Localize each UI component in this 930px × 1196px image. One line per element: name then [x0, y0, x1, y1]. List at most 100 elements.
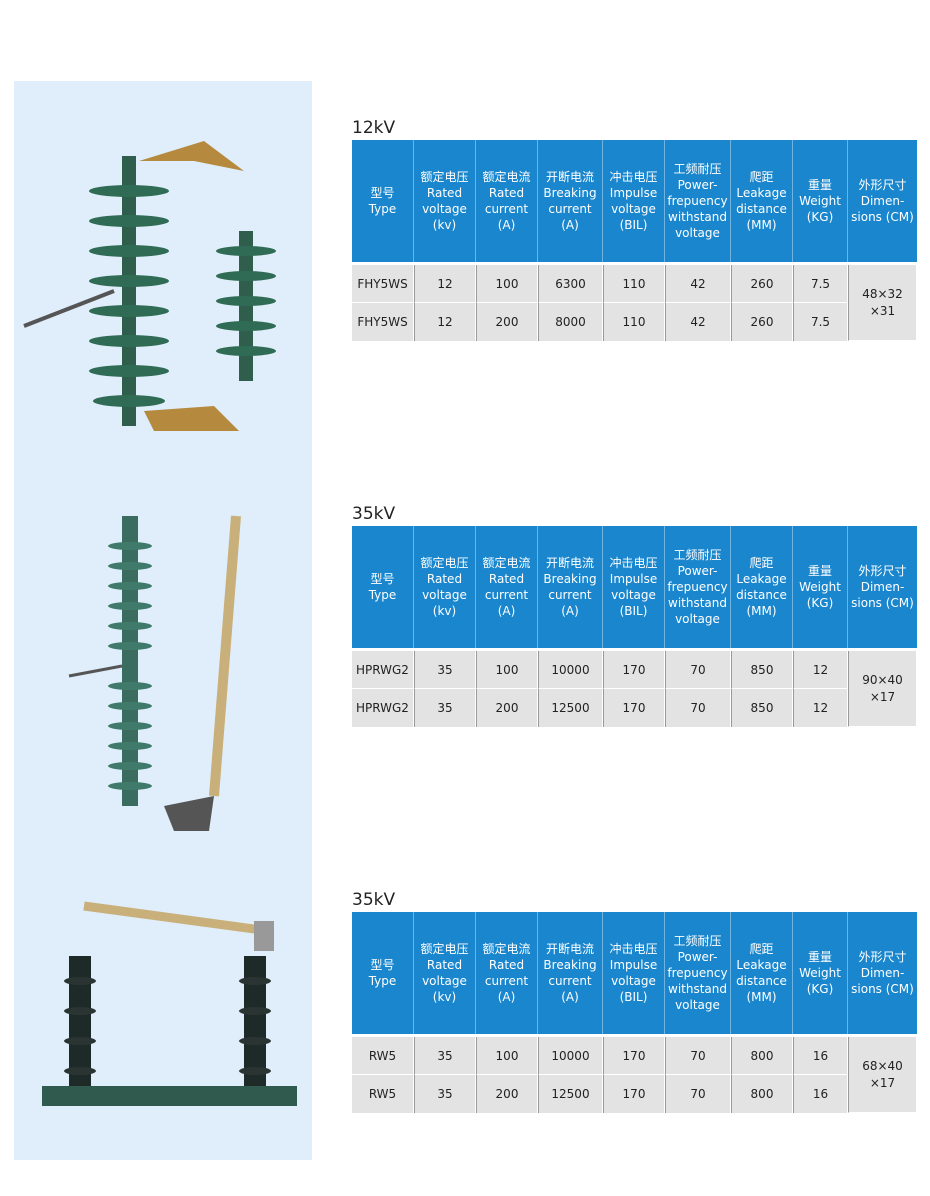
- table-cell: FHY5WS: [352, 265, 414, 303]
- header-cn: 爬距: [749, 942, 774, 956]
- header-cn: 型号: [370, 958, 395, 972]
- header-cn: 额定电压: [420, 556, 469, 570]
- header-cn: 开断电流: [545, 556, 594, 570]
- header-en: Rated voltage (kv): [422, 958, 467, 1004]
- header-cn: 工频耐压: [673, 548, 722, 562]
- header-cn: 额定电流: [482, 942, 531, 956]
- table-cell: 100: [476, 1037, 538, 1075]
- table-cell: 7.5: [793, 265, 848, 303]
- table-cell: 8000: [538, 303, 603, 341]
- column-header: 爬距 Leakage distance (MM): [731, 526, 793, 648]
- header-cn: 型号: [370, 572, 395, 586]
- table-cell: 200: [476, 303, 538, 341]
- column-header: 工频耐压 Power- frepuency withstand voltage: [665, 526, 731, 648]
- header-en: Weight (KG): [799, 580, 841, 610]
- header-en: Impulse voltage (BIL): [609, 958, 658, 1004]
- table-cell: 170: [603, 1075, 665, 1113]
- column-header: 开断电流 Breaking current (A): [538, 140, 603, 262]
- header-en: Power- frepuency withstand voltage: [667, 564, 728, 626]
- table-cell: 12: [414, 303, 476, 341]
- header-en: Leakage distance (MM): [736, 958, 787, 1004]
- table-cell: 35: [414, 1075, 476, 1113]
- table-cell: 35: [414, 1037, 476, 1075]
- table-cell: 12500: [538, 689, 603, 727]
- voltage-title: 12kV: [352, 118, 396, 138]
- header-cn: 外形尺寸: [858, 950, 907, 964]
- header-en: Dimen- sions (CM): [851, 580, 914, 610]
- header-cn: 额定电压: [420, 942, 469, 956]
- table-cell: 16: [793, 1075, 848, 1113]
- header-cn: 开断电流: [545, 170, 594, 184]
- header-en: Type: [368, 588, 397, 602]
- table-cell: 260: [731, 265, 793, 303]
- header-cn: 工频耐压: [673, 162, 722, 176]
- header-en: Weight (KG): [799, 966, 841, 996]
- column-header: 外形尺寸 Dimen- sions (CM): [848, 912, 917, 1034]
- table-cell: 42: [665, 265, 731, 303]
- header-cn: 额定电流: [482, 170, 531, 184]
- fhy5ws-fuse-image: [23, 141, 276, 431]
- column-header: 工频耐压 Power- frepuency withstand voltage: [665, 140, 731, 262]
- table-cell: 35: [414, 651, 476, 689]
- table-cell: RW5: [352, 1037, 414, 1075]
- column-header: 重量 Weight (KG): [793, 912, 848, 1034]
- table-cell: 170: [603, 651, 665, 689]
- header-cn: 冲击电压: [609, 942, 658, 956]
- header-en: Dimen- sions (CM): [851, 966, 914, 996]
- header-en: Breaking current (A): [543, 572, 597, 618]
- header-cn: 外形尺寸: [858, 178, 907, 192]
- table-cell: 12500: [538, 1075, 603, 1113]
- table-cell: 42: [665, 303, 731, 341]
- table-cell: RW5: [352, 1075, 414, 1113]
- table-cell: 70: [665, 1037, 731, 1075]
- voltage-title: 35kV: [352, 504, 396, 524]
- table-cell: HPRWG2: [352, 651, 414, 689]
- table-cell: 100: [476, 651, 538, 689]
- header-en: Type: [368, 974, 397, 988]
- header-en: Rated current (A): [484, 186, 529, 232]
- header-cn: 爬距: [749, 556, 774, 570]
- column-header: 型号 Type: [352, 912, 414, 1034]
- table-cell: 260: [731, 303, 793, 341]
- header-cn: 重量: [807, 950, 832, 964]
- header-en: Type: [368, 202, 397, 216]
- header-cn: 冲击电压: [609, 170, 658, 184]
- header-cn: 外形尺寸: [858, 564, 907, 578]
- header-en: Leakage distance (MM): [736, 572, 787, 618]
- column-header: 型号 Type: [352, 526, 414, 648]
- header-cn: 爬距: [749, 170, 774, 184]
- rw5-fuse-image: [42, 901, 297, 1106]
- voltage-title: 35kV: [352, 890, 396, 910]
- header-en: Rated current (A): [484, 572, 529, 618]
- header-en: Power- frepuency withstand voltage: [667, 178, 728, 240]
- table-cell: 100: [476, 265, 538, 303]
- header-en: Breaking current (A): [543, 186, 597, 232]
- table-cell: 800: [731, 1075, 793, 1113]
- header-en: Impulse voltage (BIL): [609, 186, 658, 232]
- table-cell: 110: [603, 303, 665, 341]
- table-cell: 35: [414, 689, 476, 727]
- table-cell: 70: [665, 651, 731, 689]
- column-header: 额定电流 Rated current (A): [476, 140, 538, 262]
- table-cell: 170: [603, 1037, 665, 1075]
- table-cell: FHY5WS: [352, 303, 414, 341]
- column-header: 爬距 Leakage distance (MM): [731, 912, 793, 1034]
- column-header: 开断电流 Breaking current (A): [538, 526, 603, 648]
- table-cell: 850: [731, 689, 793, 727]
